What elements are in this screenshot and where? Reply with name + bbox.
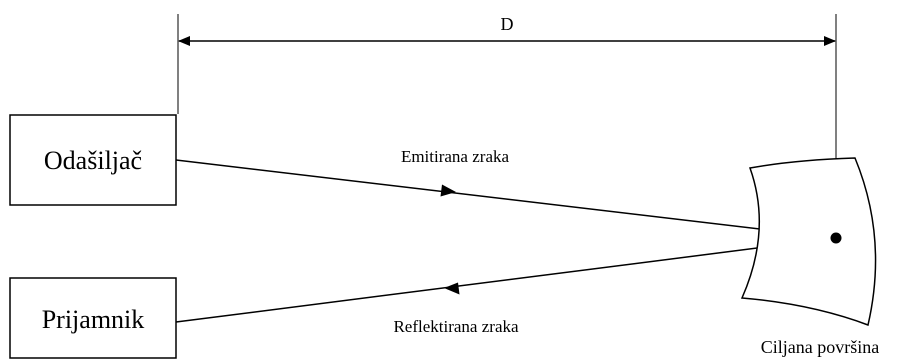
emitted-ray-arrowhead (440, 184, 456, 197)
receiver-label: Prijamnik (42, 305, 145, 334)
emitted-ray (175, 159, 837, 239)
emitted-ray-label: Emitirana zraka (401, 147, 510, 166)
receiver-box (9, 277, 177, 359)
reflected-ray-label: Reflektirana zraka (393, 317, 519, 336)
reflected-ray-arrowhead (444, 282, 460, 295)
target-surface (740, 157, 877, 327)
target-label: Ciljana površina (761, 337, 879, 357)
transmitter-box (9, 114, 177, 206)
reflection-point (830, 232, 842, 244)
transmitter-label: Odašiljač (44, 146, 142, 175)
distance-label: D (501, 14, 514, 34)
reflected-ray (175, 237, 837, 323)
